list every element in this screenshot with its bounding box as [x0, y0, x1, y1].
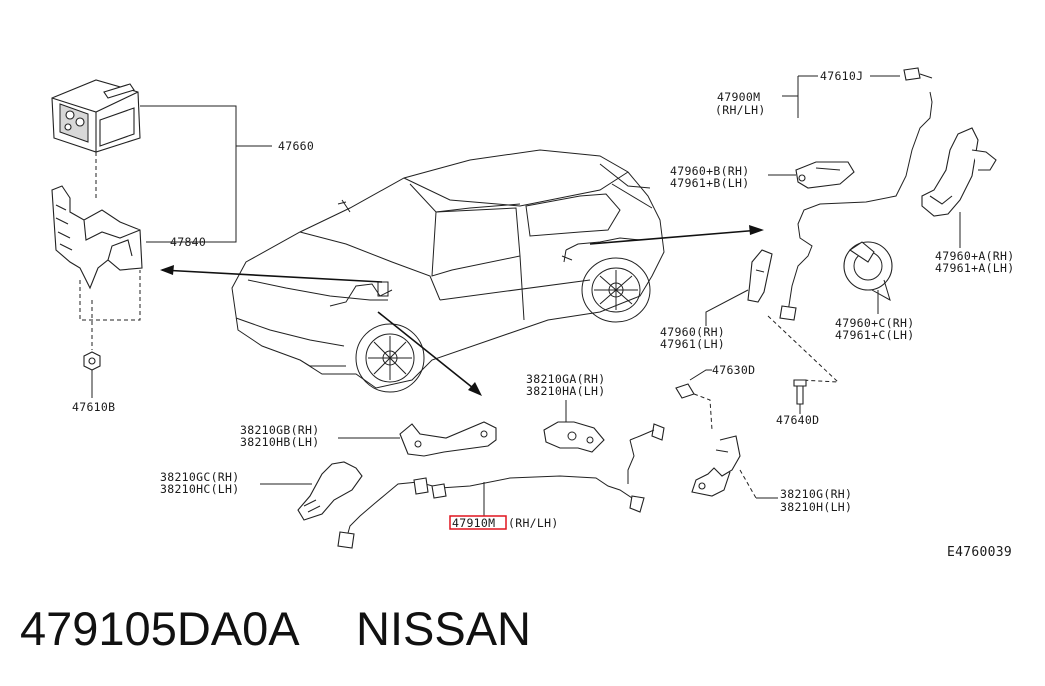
caption-part-number: 479105DA0A: [20, 602, 300, 655]
label-47900m-side: (RH/LH): [715, 103, 766, 117]
label-47961a: 47961+A(LH): [935, 261, 1014, 275]
label-47630d: 47630D: [712, 363, 755, 377]
rear-sensor-harness: [779, 67, 997, 321]
label-38210hc: 38210HC(LH): [160, 482, 239, 496]
label-38210hb: 38210HB(LH): [240, 435, 319, 449]
label-47640d: 47640D: [776, 413, 819, 427]
label-47660: 47660: [278, 139, 314, 153]
label-47961b: 47961+B(LH): [670, 176, 749, 190]
bolt-47640d: [793, 379, 807, 405]
rear-hub-sensor: [843, 241, 893, 302]
bracket-38210gc: [297, 461, 363, 521]
caption-brand: NISSAN: [356, 602, 531, 655]
label-47900m: 47900M: [717, 90, 760, 104]
label-38210ga: 38210GA(RH): [526, 372, 605, 386]
label-47961c: 47961+C(LH): [835, 328, 914, 342]
sensor-bracket-b: [795, 161, 855, 189]
bracket-38210g: [691, 435, 741, 497]
label-47960: 47960(RH): [660, 325, 725, 339]
abs-actuator-unit: [51, 79, 141, 153]
nut-47610b: [83, 351, 101, 371]
bracket-38210ga: [543, 421, 605, 453]
label-47610j: 47610J: [820, 69, 863, 83]
bolt-47630d: [675, 383, 695, 399]
label-38210h: 38210H(LH): [780, 500, 852, 514]
sensor-bracket-47960: [747, 249, 773, 303]
label-47961: 47961(LH): [660, 337, 725, 351]
label-47960a: 47960+A(RH): [935, 249, 1014, 263]
label-47840: 47840: [170, 235, 206, 249]
label-47910m-side: (RH/LH): [508, 516, 559, 530]
highlight-47910m: [449, 515, 507, 530]
vehicle-outline: [231, 149, 665, 393]
label-38210gb: 38210GB(RH): [240, 423, 319, 437]
label-47960b: 47960+B(RH): [670, 164, 749, 178]
diagram-code: E4760039: [947, 545, 1012, 560]
bracket-38210gb: [399, 421, 497, 457]
label-38210gc: 38210GC(RH): [160, 470, 239, 484]
label-38210g: 38210G(RH): [780, 487, 852, 501]
abs-bracket: [51, 185, 143, 290]
front-sensor-harness: [337, 423, 665, 549]
label-47960c: 47960+C(RH): [835, 316, 914, 330]
pointer-arrows: [160, 225, 764, 396]
label-47610b: 47610B: [72, 400, 115, 414]
label-38210ha: 38210HA(LH): [526, 384, 605, 398]
label-47910m: 47910M: [452, 516, 495, 530]
